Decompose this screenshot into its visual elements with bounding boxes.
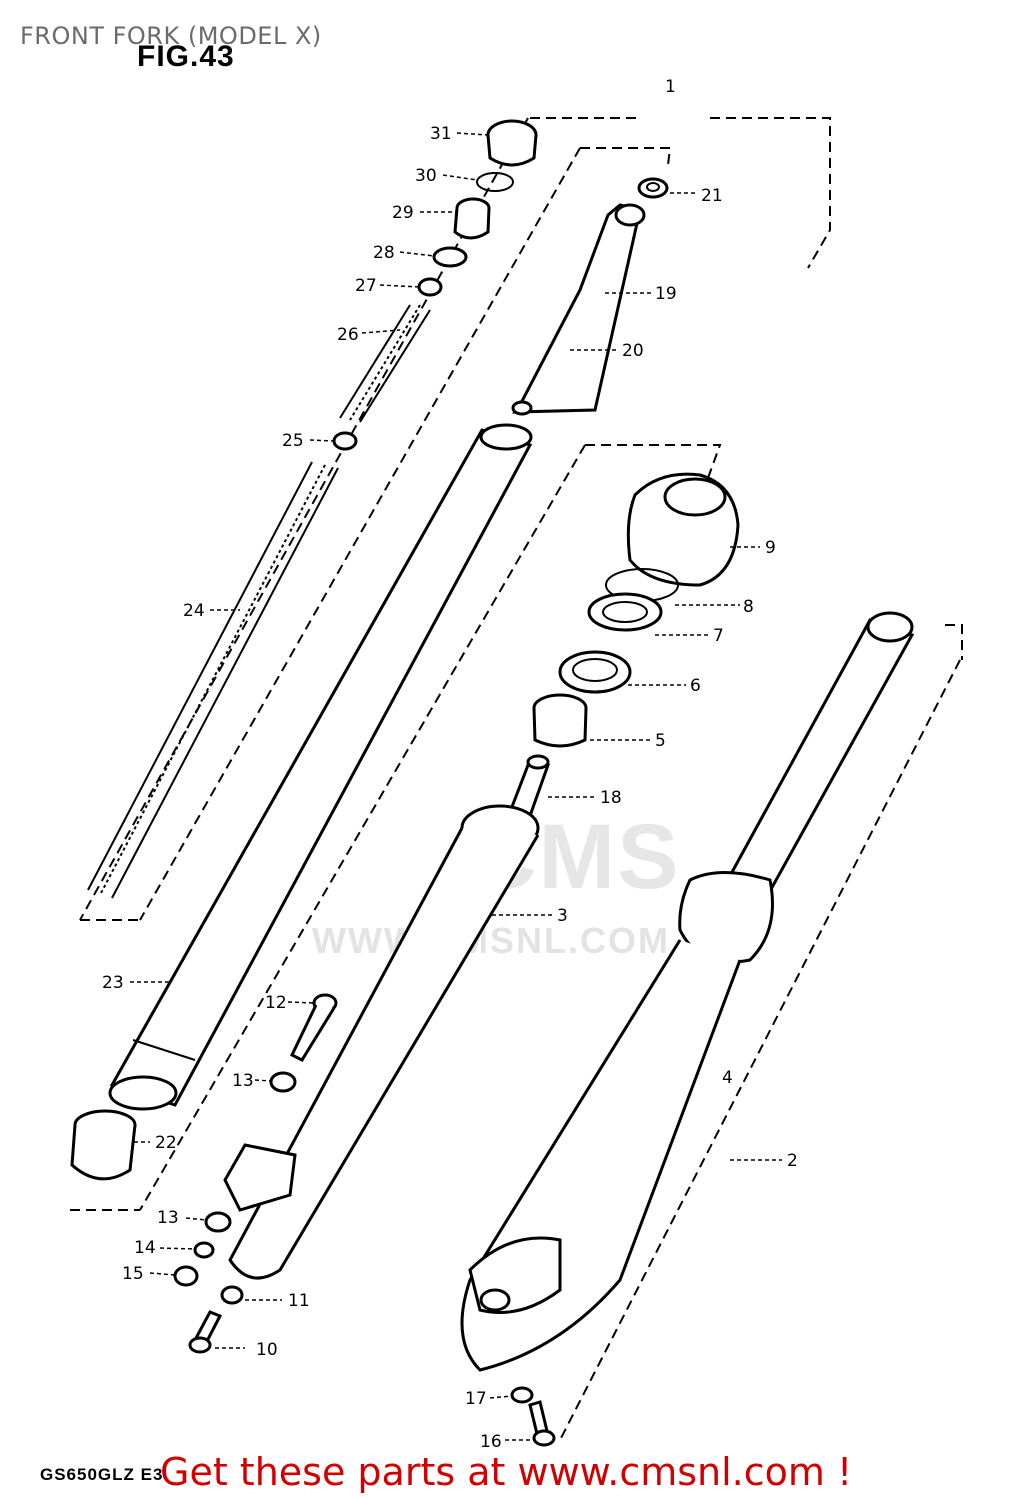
- callout-16: 16: [480, 1432, 502, 1452]
- page-title: FRONT FORK (MODEL X): [20, 22, 322, 50]
- callout-21: 21: [701, 186, 723, 206]
- watermark-url: WWW.CMSNL.COM: [312, 920, 670, 961]
- callout-11: 11: [288, 1291, 310, 1311]
- part-26-spring: [339, 304, 431, 423]
- callout-22: 22: [155, 1133, 177, 1153]
- callout-13b: 13: [157, 1208, 179, 1228]
- callout-29: 29: [392, 203, 414, 223]
- parts-link-banner[interactable]: Get these parts at www.cmsnl.com !: [160, 1450, 853, 1494]
- part-25-washer: [332, 431, 358, 451]
- callout-25: 25: [282, 431, 304, 451]
- part-23-inner-tube: [108, 423, 533, 1111]
- callout-3: 3: [557, 906, 568, 926]
- callout-17: 17: [465, 1389, 487, 1409]
- part-14-washer: [193, 1241, 215, 1259]
- part-22-bushing: [70, 1109, 137, 1181]
- leader-lines: [130, 132, 782, 1441]
- model-code: GS650GLZ E3: [40, 1465, 164, 1484]
- part-21-nut: [637, 177, 669, 199]
- part-16-bolt: [528, 1400, 556, 1447]
- figure-number: FIG.43: [137, 40, 235, 73]
- part-7-oil-seal: [587, 592, 663, 632]
- callout-9: 9: [765, 538, 776, 558]
- callout-10: 10: [256, 1340, 278, 1360]
- part-27-spacer: [417, 277, 443, 297]
- part-5-bushing: [532, 693, 588, 748]
- callout-23: 23: [102, 973, 124, 993]
- part-9-dust-boot: [626, 472, 740, 587]
- callout-1: 1: [665, 77, 676, 97]
- callout-14: 14: [134, 1238, 156, 1258]
- callout-20: 20: [622, 341, 644, 361]
- part-2-outer-tube: [460, 611, 915, 1372]
- callout-26: 26: [337, 325, 359, 345]
- callout-4: 4: [722, 1068, 733, 1088]
- part-11-washer: [220, 1285, 244, 1305]
- part-29-plug: [453, 197, 491, 240]
- callout-30: 30: [415, 166, 437, 186]
- part-clamp: [223, 1143, 297, 1212]
- part-31-cap: [486, 119, 538, 167]
- callout-12: 12: [265, 993, 287, 1013]
- callout-6: 6: [690, 676, 701, 696]
- part-30-ring: [476, 172, 514, 192]
- callout-5: 5: [655, 731, 666, 751]
- part-3-damper-cylinder: [228, 804, 540, 1280]
- callout-28: 28: [373, 243, 395, 263]
- part-28-washer: [432, 246, 468, 268]
- part-20-damper-rod: [511, 203, 646, 416]
- callout-27: 27: [355, 276, 377, 296]
- callout-8: 8: [743, 597, 754, 617]
- part-6-oil-seal: [558, 650, 632, 694]
- callout-18: 18: [600, 788, 622, 808]
- part-13-washer-b: [204, 1211, 232, 1233]
- callout-31: 31: [430, 124, 452, 144]
- part-17-washer: [510, 1386, 534, 1404]
- part-12-bolt: [290, 993, 338, 1062]
- callout-labels: 1 2 3 4 5 6 7 8 9 10 11 12 13 13 14 15 1…: [102, 77, 798, 1452]
- callout-24: 24: [183, 601, 205, 621]
- part-24-spring: [87, 461, 339, 899]
- callout-13a: 13: [232, 1071, 254, 1091]
- callout-7: 7: [713, 626, 724, 646]
- callout-2: 2: [787, 1151, 798, 1171]
- callout-19: 19: [655, 284, 677, 304]
- part-10-bolt: [188, 1310, 223, 1354]
- part-13-washer-a: [269, 1071, 297, 1093]
- part-15-nut: [173, 1265, 199, 1287]
- callout-15: 15: [122, 1264, 144, 1284]
